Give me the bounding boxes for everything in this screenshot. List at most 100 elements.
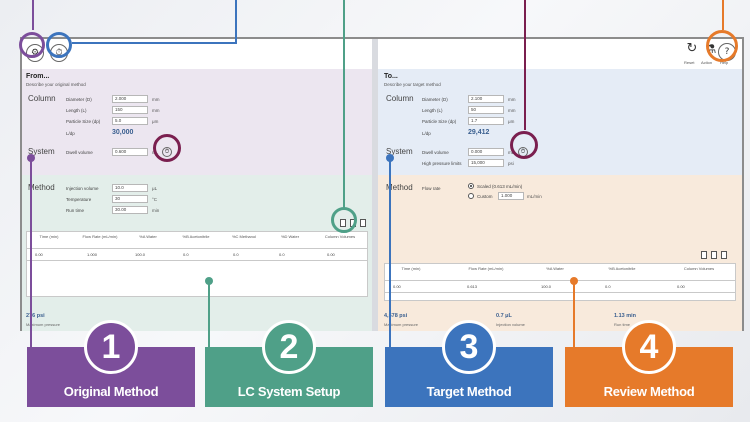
table-header: Column Volumes	[683, 266, 715, 271]
max-pressure-label: Maximum pressure	[384, 322, 419, 327]
review-section-bg	[378, 175, 742, 331]
particle-unit: μm	[508, 119, 515, 124]
callout-line	[235, 0, 237, 44]
table-divider	[27, 260, 367, 261]
particle-unit: μm	[152, 119, 159, 124]
runtime-label: Run time	[66, 208, 85, 213]
length-field[interactable]: 150	[112, 106, 148, 114]
table-header: Time (min)	[401, 266, 421, 271]
callout-line	[722, 0, 724, 30]
length-unit: mm	[508, 108, 516, 113]
app-window: ⚙ ⏱ ↻ Reset ⚗ Action ? Help From... Desc…	[20, 37, 744, 331]
custom-flow-field[interactable]: 1.000	[498, 192, 524, 200]
callout-line	[524, 0, 526, 130]
dwell-callout-ring	[153, 134, 181, 162]
to-panel: To... Describe your target method Column…	[378, 69, 742, 331]
to-description: Describe your target method	[384, 82, 441, 87]
step-3-badge: 3	[442, 320, 496, 374]
length-unit: mm	[152, 108, 160, 113]
particle-field[interactable]: 1.7	[468, 117, 504, 125]
length-label: Length (L)	[422, 108, 443, 113]
from-title: From...	[26, 73, 50, 80]
reset-label: Reset	[684, 60, 695, 65]
table-cell[interactable]: 0.00	[327, 252, 335, 257]
dwell-field[interactable]: 0.000	[468, 148, 504, 156]
step-2-label: LC System Setup	[237, 384, 341, 399]
table-cell[interactable]: 0.0	[233, 252, 239, 257]
timer-callout-ring	[46, 32, 72, 58]
pressure-limit-field[interactable]: 15,000	[468, 159, 504, 167]
from-panel: From... Describe your original method Co…	[22, 69, 372, 331]
table-cell[interactable]: 0.613	[467, 284, 478, 289]
table-cell[interactable]: 1.000	[87, 252, 98, 257]
particle-label: Particle Size (dp)	[422, 119, 457, 124]
help-callout-ring	[706, 30, 738, 62]
table-header: %C Methanol	[231, 234, 256, 239]
table-cell[interactable]: 0.0	[279, 252, 285, 257]
run-time-label: Run time	[614, 322, 631, 327]
step-3-label: Target Method	[426, 384, 512, 399]
diameter-label: Diameter (D)	[66, 97, 92, 102]
table-header: Flow Rate (mL/min)	[468, 266, 504, 271]
callout-line	[343, 0, 345, 210]
to-title: To...	[384, 73, 398, 80]
temperature-field[interactable]: 30	[112, 195, 148, 203]
custom-radio[interactable]	[468, 193, 474, 199]
table-header: %A Water	[546, 266, 564, 271]
step-1-badge: 1	[84, 320, 138, 374]
length-field[interactable]: 50	[468, 106, 504, 114]
table-header: %A Water	[139, 234, 157, 239]
callout-line	[72, 42, 237, 44]
table-cell[interactable]: 100.0	[135, 252, 146, 257]
max-pressure-value: 4,578 psi	[384, 313, 408, 319]
injection-field[interactable]: 10.0	[112, 184, 148, 192]
table-cell[interactable]: 0.0	[605, 284, 611, 289]
column-heading: Column	[28, 94, 56, 103]
run-time-value: 1.13 min	[614, 313, 637, 319]
table-header: Flow Rate (mL/min)	[82, 234, 118, 239]
injection-label: Injection volume	[66, 186, 99, 191]
clear-icon[interactable]	[701, 251, 707, 259]
injection-volume-value: 0.7 μL	[496, 313, 512, 319]
table-header: %D Water	[280, 234, 300, 239]
diameter-unit: mm	[508, 97, 516, 102]
target-gradient-table: Time (min) Flow Rate (mL/min) %A Water %…	[384, 263, 736, 301]
particle-field[interactable]: 5.0	[112, 117, 148, 125]
particle-label: Particle Size (dp)	[66, 119, 101, 124]
table-divider	[27, 248, 367, 249]
step-4-label: Review Method	[603, 384, 695, 399]
scaled-radio[interactable]	[468, 183, 474, 189]
ldp-label: L/dp	[422, 131, 431, 136]
copy-icon[interactable]	[711, 251, 717, 259]
temperature-label: Temperature	[66, 197, 92, 202]
table-cell[interactable]: 0.00	[393, 284, 401, 289]
table-cell[interactable]: 0.00	[677, 284, 685, 289]
file-icons-callout-ring	[331, 207, 357, 233]
table-cell[interactable]: 0.00	[35, 252, 43, 257]
dwell-field[interactable]: 0.600	[112, 148, 148, 156]
custom-flow-unit: mL/min	[527, 194, 542, 199]
dwell-label: Dwell volume	[422, 150, 449, 155]
max-pressure-value: 276 psi	[26, 313, 45, 319]
action-label: Action	[701, 60, 713, 65]
temperature-unit: °C	[152, 197, 158, 202]
column-heading: Column	[386, 94, 414, 103]
runtime-field[interactable]: 30.00	[112, 206, 148, 214]
method-heading: Method	[28, 183, 55, 192]
diameter-field[interactable]: 2.000	[112, 95, 148, 103]
length-label: Length (L)	[66, 108, 87, 113]
ldp-value: 30,000	[112, 129, 134, 136]
ldp-label: L/dp	[66, 131, 75, 136]
help-label: Help	[720, 60, 729, 65]
callout-line	[389, 158, 391, 350]
diameter-field[interactable]: 2.100	[468, 95, 504, 103]
table-cell[interactable]: 0.0	[183, 252, 189, 257]
panel-separator	[372, 39, 378, 331]
paste-icon[interactable]	[721, 251, 727, 259]
paste-icon[interactable]	[360, 219, 366, 227]
scaled-option-label: Scaled (0.613 mL/min)	[477, 184, 523, 189]
table-divider	[385, 280, 735, 281]
reset-icon[interactable]: ↻	[686, 41, 698, 56]
table-cell[interactable]: 100.0	[541, 284, 552, 289]
